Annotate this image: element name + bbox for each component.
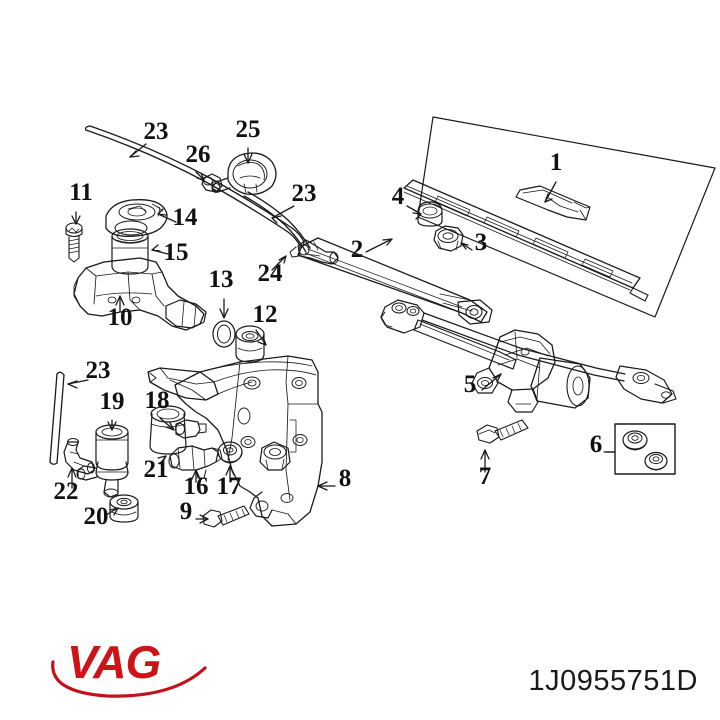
callout-label-pump-cap: 21 xyxy=(144,456,169,483)
logo-wordmark: VAG xyxy=(67,636,160,688)
filler-screw-group xyxy=(65,222,83,263)
callout-label-washer-reservoir: 8 xyxy=(339,465,352,492)
callout-label-grommet-kit: 6 xyxy=(590,431,603,458)
logo-swoosh-icon xyxy=(51,660,207,698)
callout-label-level-sensor: 16 xyxy=(184,473,209,500)
pump-cap-group xyxy=(149,405,187,455)
callout-label-washer-nozzle: 25 xyxy=(236,116,261,143)
callout-label-washer-hose-middle: 23 xyxy=(292,180,317,207)
callout-leaders xyxy=(67,143,616,524)
callout-label-hose-tee-connector: 24 xyxy=(258,260,284,287)
reservoir-bolt-group xyxy=(202,505,250,528)
callout-label-plug: 18 xyxy=(145,387,170,414)
callout-label-filler-screw: 11 xyxy=(69,179,93,206)
callout-label-filler-o-ring: 13 xyxy=(209,266,234,293)
motor-mounting-bolt-group xyxy=(476,419,529,444)
callout-label-washer-hose-lower: 23 xyxy=(86,357,111,384)
callout-label-wiper-motor-linkage: 5 xyxy=(464,371,477,398)
part-number: 1J0955751D xyxy=(528,665,698,697)
callout-label-reservoir-bolt: 9 xyxy=(180,498,193,525)
callout-label-washer-pump: 19 xyxy=(100,388,125,415)
filler-tube-group xyxy=(111,228,149,275)
plug-group xyxy=(175,419,207,439)
level-sensor-group xyxy=(168,445,223,479)
filler-cap-group xyxy=(105,199,168,237)
nozzle-connector-group xyxy=(201,173,223,193)
filler-o-ring-group xyxy=(212,320,236,348)
sensor-grommet-group xyxy=(217,441,243,464)
callout-label-filler-tube: 15 xyxy=(164,239,189,266)
washer-pump-group xyxy=(76,424,129,498)
callout-label-hose-elbow: 22 xyxy=(54,478,79,505)
callout-label-filler-neck-cover: 10 xyxy=(108,304,133,331)
callout-label-nozzle-connector: 26 xyxy=(186,141,211,168)
callout-label-wiper-arm: 2 xyxy=(351,236,364,263)
callout-label-filler-grommet: 12 xyxy=(253,301,278,328)
wiper-motor-linkage-group xyxy=(380,299,677,413)
callout-label-wiper-arm-nut: 3 xyxy=(475,229,488,256)
pump-grommet-group xyxy=(109,494,139,523)
washer-nozzle-group xyxy=(211,152,277,195)
callout-label-sensor-grommet: 17 xyxy=(217,473,242,500)
vag-logo: VAG xyxy=(45,632,235,702)
wiper-arm-nut-group xyxy=(433,225,464,252)
grommet-kit-group xyxy=(603,423,676,475)
wiper-blade-group xyxy=(403,116,716,318)
wiper-arm-group xyxy=(289,237,493,325)
hose-elbow-group xyxy=(63,438,96,475)
callout-label-filler-cap: 14 xyxy=(173,204,199,231)
washer-reservoir-group xyxy=(147,355,323,527)
filler-grommet-group xyxy=(235,325,265,363)
callout-label-washer-hose-upper: 23 xyxy=(144,118,169,145)
filler-neck-cover-group xyxy=(73,257,207,331)
hose-tee-connector-group xyxy=(297,239,339,265)
washer-hoses-group xyxy=(49,125,311,465)
callout-label-wiper-blade: 1 xyxy=(550,149,563,176)
callout-label-motor-mounting-bolt: 7 xyxy=(479,463,492,490)
spindle-cap-group xyxy=(417,201,443,227)
callout-label-spindle-cap: 4 xyxy=(392,183,405,210)
callout-label-pump-grommet: 20 xyxy=(84,503,109,530)
